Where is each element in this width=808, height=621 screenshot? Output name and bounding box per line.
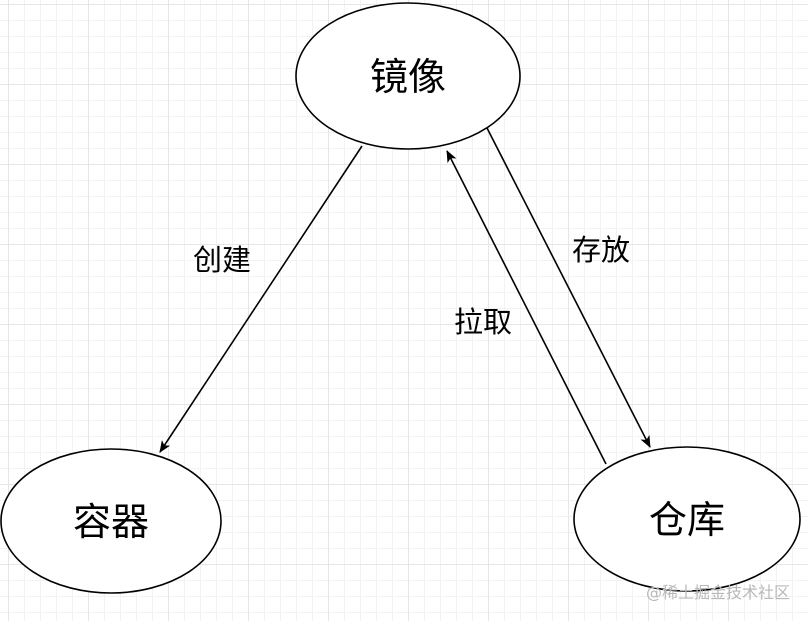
node-container-shape — [0, 448, 222, 594]
edge-store — [486, 127, 651, 448]
node-repository-shape — [573, 446, 801, 592]
node-repository-label: 仓库 — [649, 498, 725, 542]
node-repository: 仓库 — [573, 446, 801, 592]
edge-pull-label: 拉取 — [454, 305, 512, 339]
watermark: @稀土掘金技术社区 — [645, 583, 790, 602]
edge-store-label: 存放 — [572, 233, 630, 267]
node-image: 镜像 — [295, 2, 521, 150]
node-container-label: 容器 — [73, 500, 149, 544]
node-image-label: 镜像 — [370, 55, 446, 99]
edge-pull — [446, 150, 607, 465]
edge-create — [159, 145, 363, 453]
node-image-shape — [295, 2, 521, 150]
node-container: 容器 — [0, 448, 222, 594]
edge-create-label: 创建 — [193, 243, 251, 277]
